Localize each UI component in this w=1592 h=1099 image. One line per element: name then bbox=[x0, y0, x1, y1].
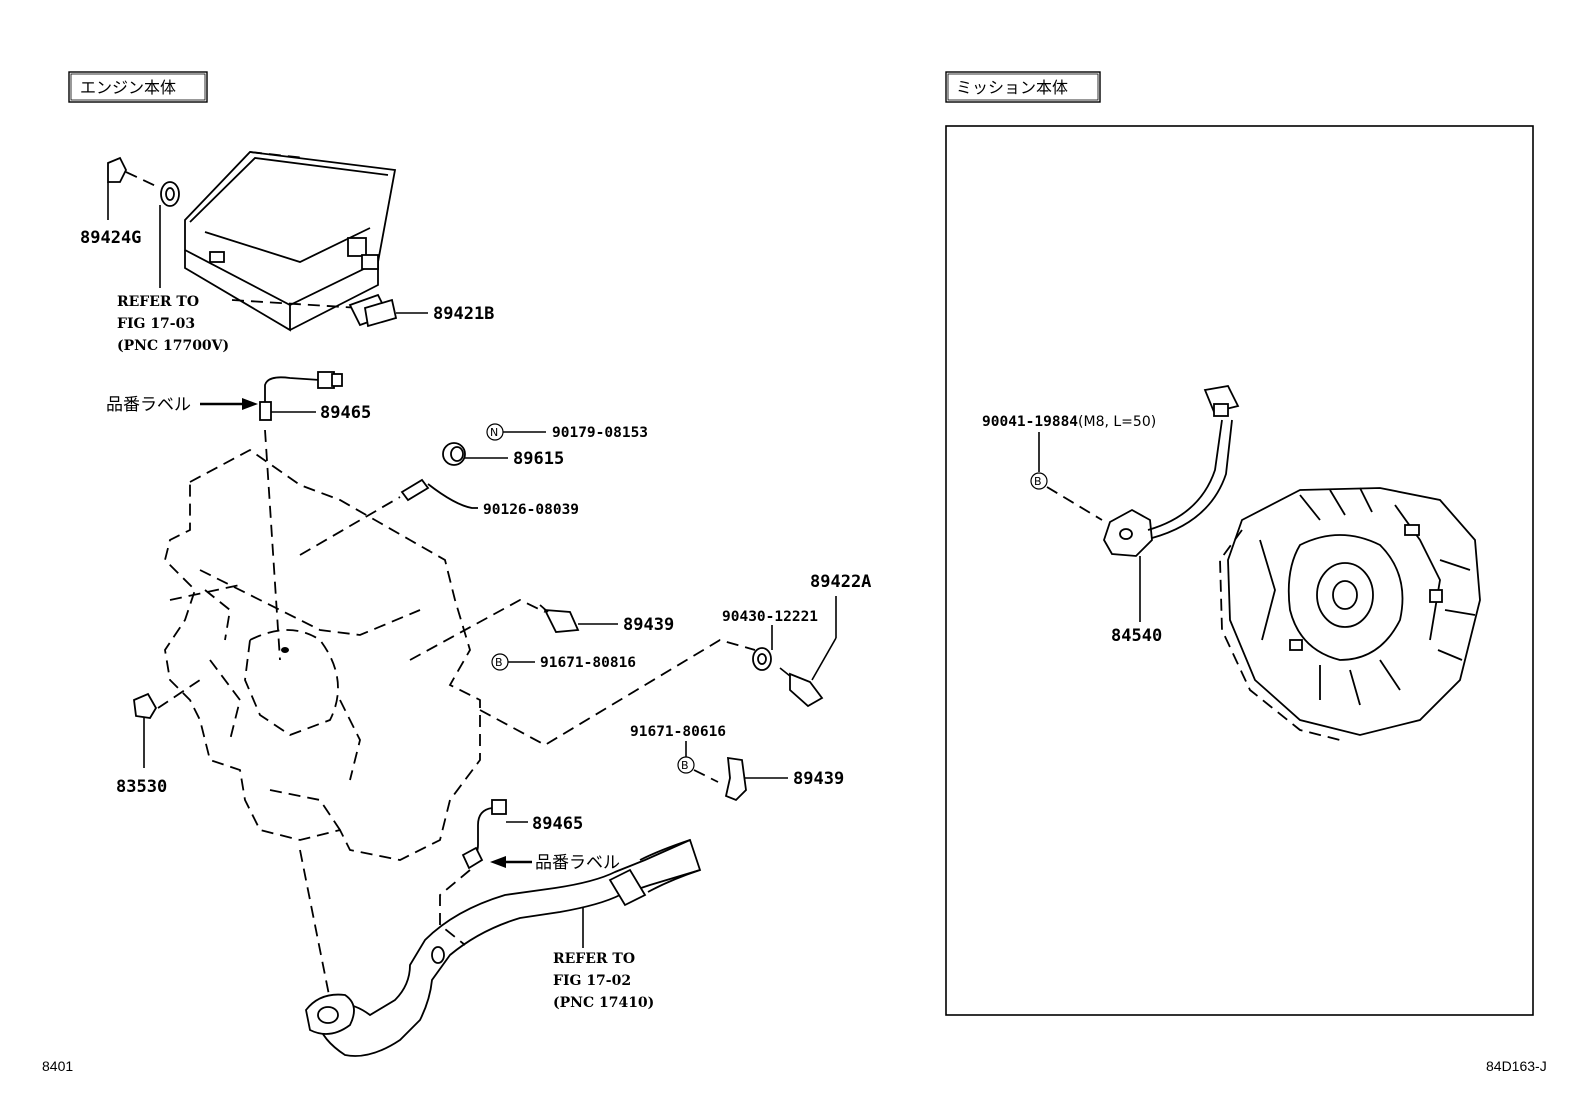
refer-b-line2: FIG 17-02 bbox=[553, 973, 631, 989]
part-90126 bbox=[299, 478, 478, 556]
part-83530 bbox=[133, 679, 201, 768]
svg-text:N: N bbox=[490, 426, 498, 439]
part-89615 bbox=[442, 442, 508, 466]
label-83530: 83530 bbox=[116, 777, 167, 797]
label-90430-12221: 90430-12221 bbox=[722, 609, 818, 625]
transmission-frame bbox=[945, 125, 1534, 1016]
label-89421B: 89421B bbox=[433, 304, 494, 324]
part-90430-89422A bbox=[479, 596, 837, 747]
label-90179-08153: 90179-08153 bbox=[552, 425, 648, 441]
label-90126-08039: 90126-08039 bbox=[483, 502, 579, 518]
label-89439-top: 89439 bbox=[623, 615, 674, 635]
part-number-label-top: 品番ラベル bbox=[106, 395, 191, 415]
footer-page-number: 8401 bbox=[42, 1058, 73, 1074]
part-84540 bbox=[1103, 384, 1240, 622]
label-91671-80816: 91671-80816 bbox=[540, 655, 636, 671]
transmission-section-title: ミッション本体 bbox=[956, 78, 1068, 97]
marker-b-91671-80616: B bbox=[677, 741, 719, 783]
refer-a-line2: FIG 17-03 bbox=[117, 316, 195, 332]
svg-text:B: B bbox=[1034, 475, 1042, 488]
label-89465-top: 89465 bbox=[320, 403, 371, 423]
refer-a-line3: (PNC 17700V) bbox=[117, 338, 229, 354]
svg-text:B: B bbox=[495, 656, 503, 669]
label-91671-80616: 91671-80616 bbox=[630, 724, 726, 740]
transmission-case bbox=[1219, 487, 1481, 741]
marker-b-91671-80816: B bbox=[491, 653, 535, 671]
marker-n: N bbox=[486, 423, 546, 441]
part-number-label-bottom: 品番ラベル bbox=[535, 853, 620, 873]
refer-b-line1: REFER TO bbox=[553, 951, 635, 967]
engine-section-title: エンジン本体 bbox=[80, 78, 176, 97]
marker-b-90041: B bbox=[1030, 432, 1103, 521]
exhaust-pipe bbox=[305, 838, 702, 1057]
svg-text:B: B bbox=[681, 759, 689, 772]
label-89424G: 89424G bbox=[80, 228, 141, 248]
label-84540: 84540 bbox=[1111, 626, 1162, 646]
label-89615: 89615 bbox=[513, 449, 564, 469]
transmission-section-header: ミッション本体 bbox=[945, 71, 1101, 103]
part-89421B bbox=[348, 293, 428, 328]
engine-section-header: エンジン本体 bbox=[68, 71, 208, 103]
ecu-assembly bbox=[184, 151, 397, 332]
refer-a-line1: REFER TO bbox=[117, 294, 199, 310]
part-89424G bbox=[107, 156, 180, 288]
part-89465-top bbox=[200, 371, 343, 421]
label-90041-19884: 90041-19884(M8, L=50) bbox=[982, 414, 1156, 430]
label-89439-bottom: 89439 bbox=[793, 769, 844, 789]
part-89439-bottom bbox=[724, 756, 788, 802]
label-89422A: 89422A bbox=[810, 572, 871, 592]
footer-figure-id: 84D163-J bbox=[1486, 1058, 1547, 1074]
engine-block-outline bbox=[164, 429, 481, 1001]
label-89465-bottom: 89465 bbox=[532, 814, 583, 834]
refer-b-line3: (PNC 17410) bbox=[553, 995, 654, 1011]
part-89465-bottom bbox=[439, 799, 532, 946]
part-89439-top bbox=[409, 598, 618, 661]
